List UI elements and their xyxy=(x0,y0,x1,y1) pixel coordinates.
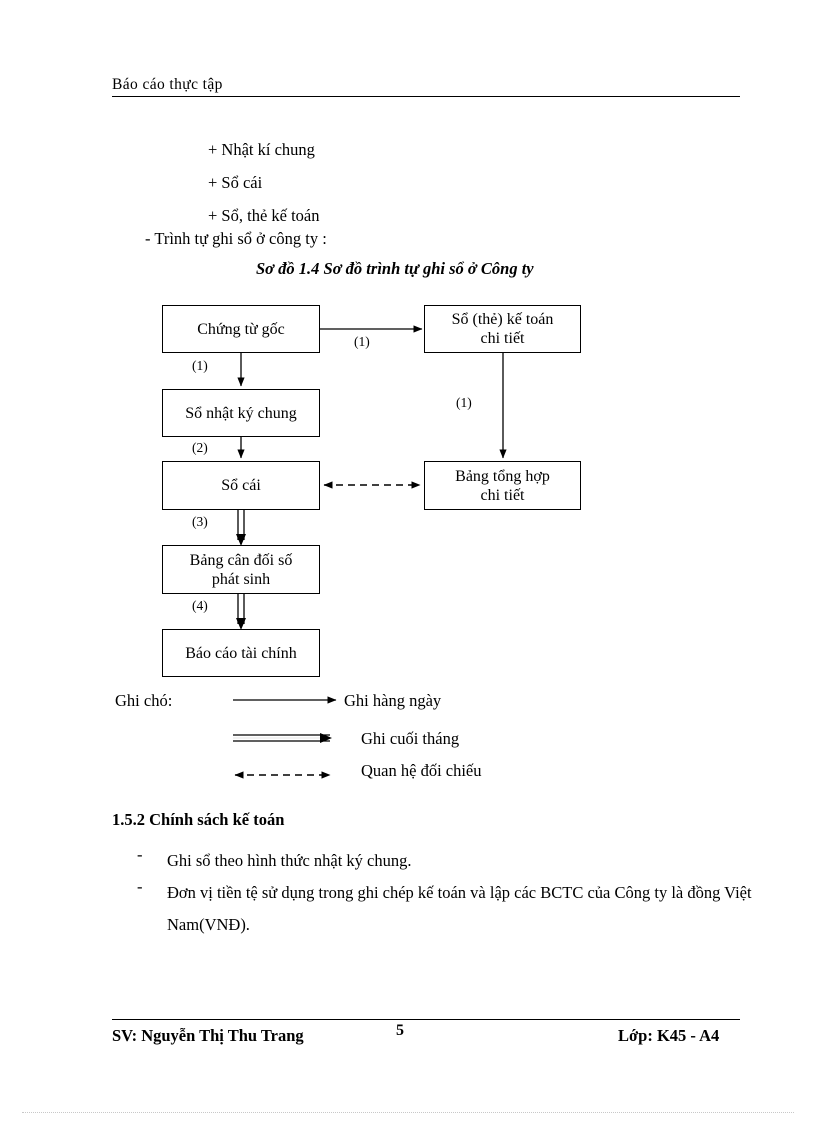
flow-node-bang-tong-hop-chi-tiet: Bảng tổng hợp chi tiết xyxy=(424,461,581,510)
plus-list-item: + Nhật kí chung xyxy=(208,140,315,159)
edge-label-so-cai-to-can-doi: (3) xyxy=(192,514,208,529)
edge-label-chi-tiet-to-tong-hop: (1) xyxy=(456,395,472,410)
legend-title: Ghi chó: xyxy=(115,691,173,710)
bullet-text: Đơn vị tiền tệ sử dụng trong ghi chép kế… xyxy=(167,883,752,934)
bullet-item: - Ghi sổ theo hình thức nhật ký chung. xyxy=(137,845,767,877)
footer-class: Lớp: K45 - A4 xyxy=(618,1026,720,1045)
edge-label-goc-to-chi-tiet: (1) xyxy=(354,334,370,349)
bullet-marker: - xyxy=(137,845,143,864)
footer-rule xyxy=(112,1019,740,1020)
page-bottom-edge xyxy=(22,1112,794,1113)
flow-node-line: Sổ nhật ký chung xyxy=(185,404,297,422)
edge-label-can-doi-to-bao-cao: (4) xyxy=(192,598,208,613)
flow-node-line: chi tiết xyxy=(480,330,525,347)
flow-node-chung-tu-goc: Chứng từ gốc xyxy=(162,305,320,353)
flow-node-line: phát sinh xyxy=(211,570,271,588)
flow-node-line: Bảng tổng hợp xyxy=(455,467,550,485)
footer-page-number: 5 xyxy=(396,1022,404,1039)
plus-list-item: + Sổ, thẻ kế toán xyxy=(208,206,320,225)
figure-caption: Sơ đồ 1.4 Sơ đồ trình tự ghi sổ ở Công t… xyxy=(256,259,534,278)
header-title: Báo cáo thực tập xyxy=(112,76,223,93)
flow-node-bang-can-doi-so-phat-sinh: Bảng cân đối số phát sinh xyxy=(162,545,320,594)
flow-node-line: Chứng từ gốc xyxy=(197,320,285,338)
flow-node-line: Bảng cân đối số xyxy=(189,551,293,569)
flow-node-line: chi tiết xyxy=(480,486,525,504)
header-rule xyxy=(112,96,740,98)
legend-label-quan-he-doi-chieu: Quan hệ đối chiếu xyxy=(361,761,482,780)
running-header: Báo cáo thực tập xyxy=(112,76,740,98)
bullet-marker: - xyxy=(137,877,143,896)
flow-node-line: Báo cáo tài chính xyxy=(185,644,297,662)
bullet-text: Ghi sổ theo hình thức nhật ký chung. xyxy=(167,851,412,870)
flow-node-so-cai: Sổ cái xyxy=(162,461,320,510)
legend-label-ghi-cuoi-thang: Ghi cuối tháng xyxy=(361,729,460,748)
edge-label-nhat-ky-to-so-cai: (2) xyxy=(192,440,208,455)
footer-student-name: SV: Nguyễn Thị Thu Trang xyxy=(112,1026,304,1045)
flow-node-line: Sổ cái xyxy=(221,477,261,494)
plus-list-item: + Sổ cái xyxy=(208,173,263,192)
bullet-item: - Đơn vị tiền tệ sử dụng trong ghi chép … xyxy=(137,877,767,941)
plus-list: + Nhật kí chung + Sổ cái + Sổ, thẻ kế to… xyxy=(208,133,628,232)
flow-node-so-the-ke-toan-chi-tiet: Sổ (thẻ) kế toán chi tiết xyxy=(424,305,581,353)
flow-node-line: Sổ (thẻ) kế toán xyxy=(451,311,554,328)
section-heading: 1.5.2 Chính sách kế toán xyxy=(112,810,285,829)
legend-label-ghi-hang-ngay: Ghi hàng ngày xyxy=(344,691,442,710)
intro-line: - Trình tự ghi sổ ở công ty : xyxy=(145,229,327,248)
flow-node-bao-cao-tai-chinh: Báo cáo tài chính xyxy=(162,629,320,677)
flow-node-so-nhat-ky-chung: Sổ nhật ký chung xyxy=(162,389,320,437)
edge-label-goc-to-nhat-ky: (1) xyxy=(192,358,208,373)
